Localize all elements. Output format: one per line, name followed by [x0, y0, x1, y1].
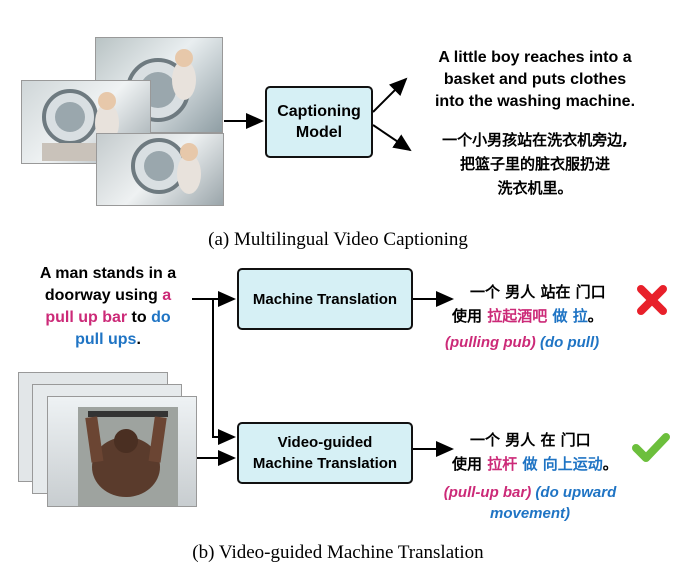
arrow-source-to-vmt	[212, 299, 236, 445]
captioning-model-line2: Model	[295, 124, 343, 141]
arrow-model-to-english	[372, 77, 408, 113]
vmt-output-highlight-blue: 做 向上运动	[522, 455, 603, 473]
video-guided-mt-line2: Machine Translation	[252, 455, 398, 472]
mt-output-highlight-pink: 拉起酒吧	[487, 307, 548, 325]
mt-output-line2-text: 使用	[452, 307, 488, 325]
source-line2-text: doorway using	[44, 287, 163, 304]
chinese-caption-line3: 洗衣机里。	[497, 179, 573, 197]
mt-output-period: 。	[587, 307, 603, 325]
video-frame-b3	[47, 396, 197, 507]
source-highlight-pull-up-bar: pull up bar	[45, 309, 128, 326]
vmt-output-line1: 一个 男人 在 门口	[470, 431, 591, 449]
source-highlight-pull-ups: pull ups	[75, 331, 137, 348]
washing-machine-frame-3	[131, 138, 201, 194]
source-line2: doorway using a	[22, 285, 194, 307]
vmt-note-line1: (pull-up bar) (do upward	[425, 482, 635, 503]
mt-output-line2: 使用 拉起酒吧 做 拉。	[452, 304, 632, 328]
vmt-note-pink: (pull-up bar)	[443, 484, 532, 501]
english-caption-line3: into the washing machine.	[434, 93, 636, 110]
source-sentence: A man stands in a doorway using a pull u…	[22, 263, 194, 351]
source-highlight-a: a	[162, 287, 172, 304]
machine-translation-box: Machine Translation	[237, 268, 413, 330]
source-line3: pull up bar to do	[22, 307, 194, 329]
vmt-output-period: 。	[602, 455, 618, 473]
pull-up-man-image	[78, 407, 178, 506]
source-line1: A man stands in a	[39, 265, 177, 282]
source-highlight-do: do	[151, 309, 171, 326]
machine-translation-label: Machine Translation	[252, 290, 398, 308]
mt-output-highlight-blue: 做 拉	[552, 307, 588, 325]
mt-note: (pulling pub) (do pull)	[445, 334, 645, 351]
vmt-output-line2-text: 使用	[452, 455, 488, 473]
vmt-note: (pull-up bar) (do upward movement)	[425, 482, 635, 524]
chinese-caption-line1: 一个小男孩站在洗衣机旁边,	[442, 131, 628, 149]
check-icon	[632, 433, 670, 462]
chinese-caption: 一个小男孩站在洗衣机旁边, 把篮子里的脏衣服扔进 洗衣机里。	[420, 128, 650, 200]
vmt-output-line2: 使用 拉杆 做 向上运动。	[452, 452, 642, 476]
vmt-note-blue-2: movement)	[489, 505, 571, 522]
source-line4-end: .	[136, 331, 141, 348]
mt-note-blue: (do pull)	[539, 334, 600, 351]
vmt-output: 一个 男人 在 门口 使用 拉杆 做 向上运动。	[452, 428, 642, 476]
part-b-title: (b) Video-guided Machine Translation	[192, 542, 484, 563]
part-a-title: (a) Multilingual Video Captioning	[208, 229, 468, 250]
video-guided-mt-line1: Video-guided	[277, 434, 373, 451]
video-guided-mt-box: Video-guided Machine Translation	[237, 422, 413, 484]
source-line3-text: to	[127, 309, 152, 326]
captioning-model-box: Captioning Model	[265, 86, 373, 158]
english-caption-line1: A little boy reaches into a	[438, 49, 632, 66]
english-caption-line2: basket and puts clothes	[443, 71, 627, 88]
video-frame-a3	[96, 133, 224, 206]
arrow-model-to-chinese	[372, 124, 412, 152]
vmt-output-highlight-pink: 拉杆	[487, 455, 518, 473]
chinese-caption-line2: 把篮子里的脏衣服扔进	[459, 155, 610, 173]
mt-output-line1: 一个 男人 站在 门口	[470, 283, 606, 301]
captioning-model-line1: Captioning	[277, 103, 361, 120]
english-caption: A little boy reaches into a basket and p…	[410, 47, 660, 113]
vmt-note-blue-1: (do upward	[535, 484, 617, 501]
mt-output: 一个 男人 站在 门口 使用 拉起酒吧 做 拉。	[452, 280, 632, 328]
cross-icon	[637, 285, 667, 315]
mt-note-pink: (pulling pub)	[445, 334, 536, 351]
source-line4: pull ups.	[22, 329, 194, 351]
